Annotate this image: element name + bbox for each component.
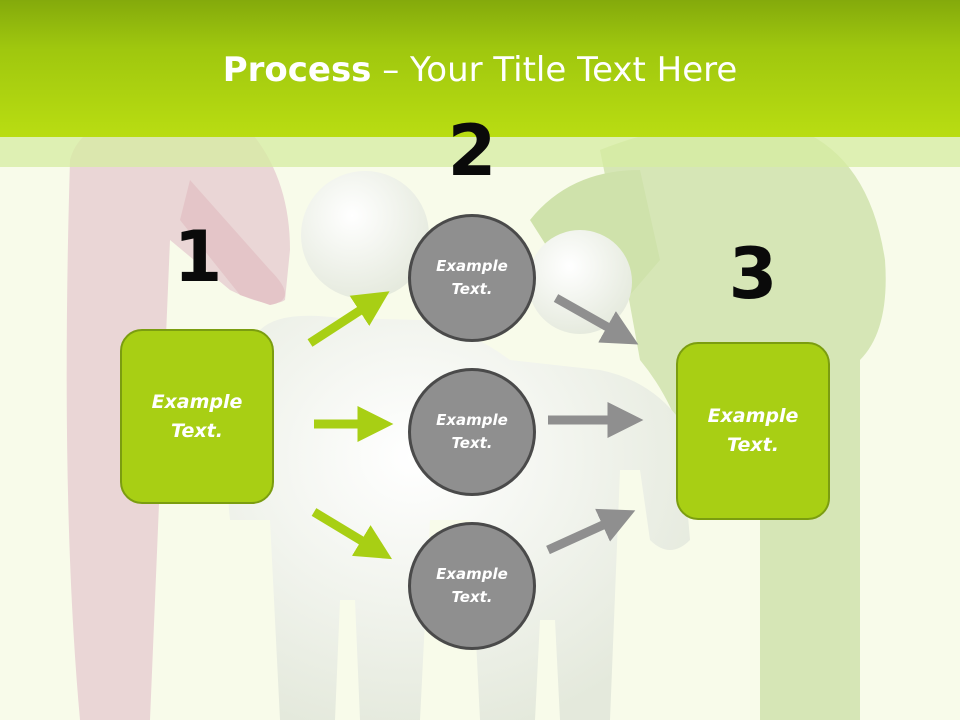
arrow-circle3-to-box3 [546,508,636,555]
header-strip [0,137,960,167]
step-number-2: 2 [447,110,497,192]
step-number-1: 1 [173,216,223,298]
arrow-box1-to-circle1 [307,291,390,347]
title-rest: – Your Title Text Here [371,50,738,90]
title-bold: Process [222,50,372,90]
arrow-box1-to-circle3 [311,508,393,560]
step-number-3: 3 [728,233,778,315]
slide-title: Process – Your Title Text Here [0,50,960,90]
header-band [0,0,960,137]
arrow-circle1-to-box3 [553,294,639,345]
